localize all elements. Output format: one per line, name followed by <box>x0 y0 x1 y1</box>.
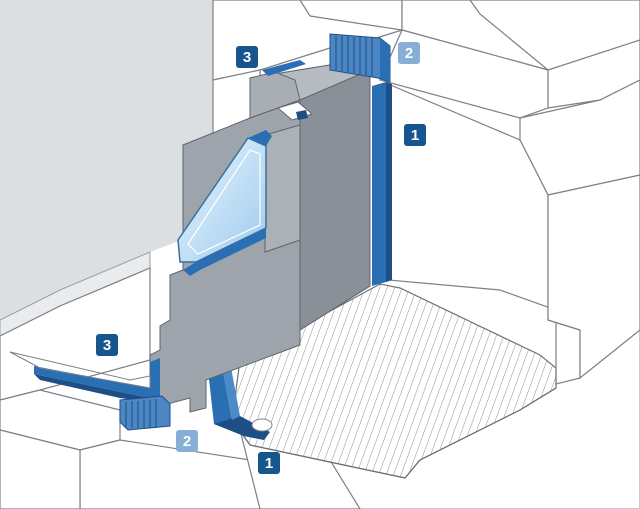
badge-2-top-text: 2 <box>405 45 413 62</box>
badge-3-top-text: 3 <box>243 49 251 66</box>
interior-wall <box>0 0 213 337</box>
glazing-unit <box>177 130 272 276</box>
badge-1-right-text: 1 <box>411 127 419 144</box>
top-foam-tape <box>329 33 391 83</box>
badge-1-right: 1 <box>404 124 426 146</box>
badge-2-bottom-text: 2 <box>183 433 191 450</box>
stone-sill <box>231 283 557 479</box>
bottom-foam-tape <box>119 395 171 431</box>
sill-seal-tube <box>251 418 273 432</box>
badge-1-bottom-text: 1 <box>265 455 273 472</box>
badge-2-top: 2 <box>398 42 420 64</box>
outer-sill-membrane <box>9 351 160 404</box>
top-inner-membrane <box>262 60 314 121</box>
side-membrane <box>372 82 392 286</box>
badge-3-left-text: 3 <box>103 337 111 354</box>
badge-1-bottom: 1 <box>258 452 280 474</box>
badge-3-top: 3 <box>236 46 258 68</box>
badge-3-left: 3 <box>96 334 118 356</box>
badge-2-bottom: 2 <box>176 430 198 452</box>
lower-membrane <box>208 362 270 440</box>
